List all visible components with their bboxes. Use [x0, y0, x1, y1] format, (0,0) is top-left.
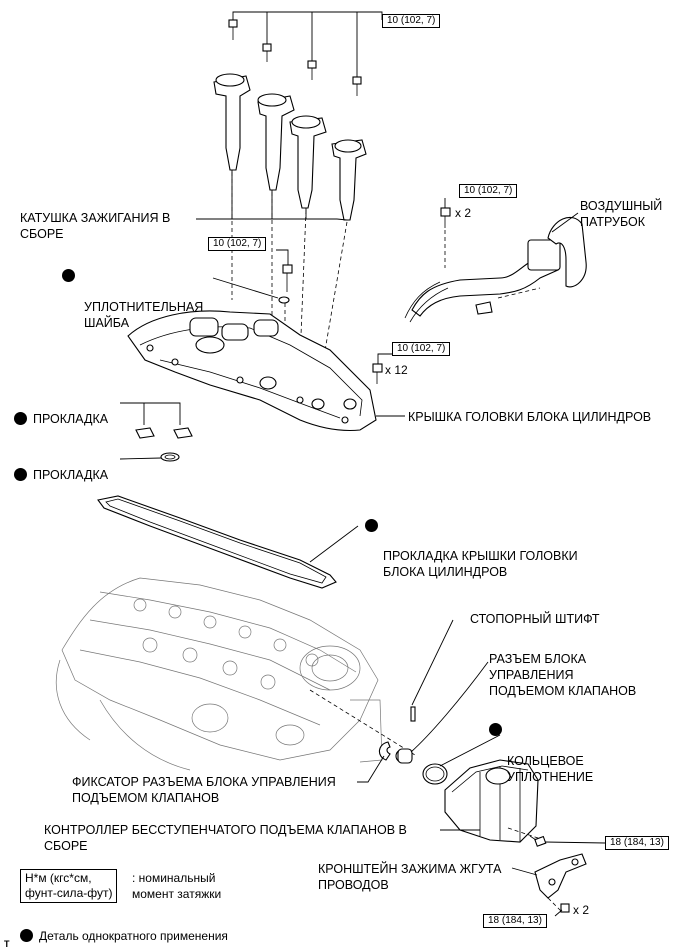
label-o-ring: КОЛЬЦЕВОЕ УПЛОТНЕНИЕ [489, 721, 593, 801]
ignition-coils [213, 73, 367, 221]
non-reusable-marker [14, 468, 27, 481]
figure-code: T [4, 939, 10, 949]
torque-coil-bolts: 10 (102, 7) [382, 14, 441, 28]
small-gaskets [119, 402, 193, 462]
label-stop-pin: СТОПОРНЫЙ ШТИФТ [470, 612, 600, 626]
head-cover [127, 310, 405, 432]
label-head-cover-gasket-text: ПРОКЛАДКА КРЫШКИ ГОЛОВКИ БЛОКА ЦИЛИНДРОВ [383, 549, 578, 579]
qty-pipe-bolts: x 2 [455, 206, 472, 220]
qty-bracket-bolts: x 2 [573, 903, 590, 917]
qty-cover-bolts: x 12 [385, 363, 408, 377]
torque-pipe-bolts: 10 (102, 7) [459, 184, 518, 198]
legend-non-reusable-text: Деталь однократного применения [39, 929, 228, 943]
label-gasket-2-text: ПРОКЛАДКА [33, 468, 109, 482]
non-reusable-marker [20, 929, 33, 942]
air-pipe [404, 198, 587, 323]
engine-head [56, 577, 416, 771]
torque-washer-bolt: 10 (102, 7) [208, 237, 267, 251]
connector-retainer [357, 741, 391, 783]
o-ring [422, 734, 501, 785]
non-reusable-marker [14, 412, 27, 425]
coil-bolts [228, 19, 362, 96]
label-gasket-2: ПРОКЛАДКА [14, 451, 108, 483]
torque-controller-bolt: 18 (184, 13) [605, 836, 669, 850]
controller-bolt [529, 835, 606, 847]
label-valve-connector: РАЗЪЕМ БЛОКА УПРАВЛЕНИЯ ПОДЪЕМОМ КЛАПАНО… [489, 652, 637, 698]
label-o-ring-text: КОЛЬЦЕВОЕ УПЛОТНЕНИЕ [507, 754, 594, 784]
stop-pin [410, 619, 454, 722]
cover-bolt [372, 353, 392, 384]
bracket-bolt [554, 903, 570, 917]
head-cover-gasket [97, 495, 359, 589]
label-head-cover: КРЫШКА ГОЛОВКИ БЛОКА ЦИЛИНДРОВ [408, 410, 652, 424]
label-air-pipe: ВОЗДУШНЫЙ ПАТРУБОК [580, 199, 663, 229]
legend-non-reusable: Деталь однократного применения [20, 912, 228, 944]
washer-bolt [212, 249, 293, 325]
label-head-cover-gasket: ПРОКЛАДКА КРЫШКИ ГОЛОВКИ БЛОКА ЦИЛИНДРОВ [365, 516, 578, 596]
label-gasket-1: ПРОКЛАДКА [14, 395, 108, 427]
torque-bracket-bolts: 18 (184, 13) [483, 914, 547, 928]
label-ignition-coil: КАТУШКА ЗАЖИГАНИЯ В СБОРЕ [20, 211, 171, 241]
legend-torque-units: Н*м (кгс*см, фунт-сила-фут) [20, 869, 118, 903]
label-seal-washer: УПЛОТНИТЕЛЬНАЯ ШАЙБА [62, 267, 203, 347]
non-reusable-marker [62, 269, 75, 282]
legend-torque-desc: : номинальный момент затяжки [132, 871, 222, 901]
label-seal-washer-text: УПЛОТНИТЕЛЬНАЯ ШАЙБА [84, 300, 204, 330]
label-harness-bracket: КРОНШТЕЙН ЗАЖИМА ЖГУТА ПРОВОДОВ [318, 862, 502, 892]
non-reusable-marker [365, 519, 378, 532]
harness-bracket [511, 853, 587, 913]
non-reusable-marker [489, 723, 502, 736]
label-connector-retainer: ФИКСАТОР РАЗЪЕМА БЛОКА УПРАВЛЕНИЯ ПОДЪЕМ… [72, 775, 336, 805]
label-valvematic-controller: КОНТРОЛЛЕР БЕССТУПЕНЧАТОГО ПОДЪЕМА КЛАПА… [44, 823, 407, 853]
valve-connector [395, 661, 489, 764]
torque-cover-bolts: 10 (102, 7) [392, 342, 451, 356]
valvematic-controller [440, 759, 539, 843]
label-gasket-1-text: ПРОКЛАДКА [33, 412, 109, 426]
